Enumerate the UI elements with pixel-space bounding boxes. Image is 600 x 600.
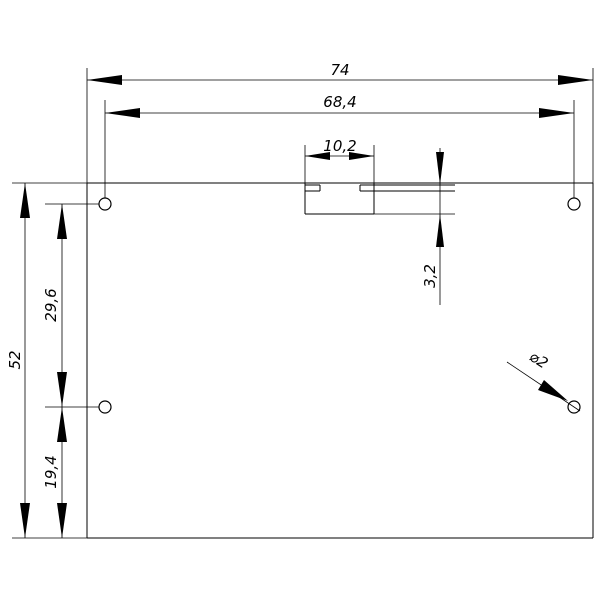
dim-overall-height: 52	[6, 182, 87, 539]
hole-top-left	[98, 197, 112, 211]
hole-top-right	[567, 197, 581, 211]
dim-bottom-offset: 19,4	[42, 407, 67, 538]
plate-outline	[86, 182, 594, 539]
hole-bottom-left	[98, 400, 112, 414]
dim-hole-spacing-y: 29,6	[42, 203, 99, 408]
dim-hole-spacing-x: 68,4	[104, 93, 575, 198]
label-overall-width: 74	[330, 61, 349, 79]
dim-overall-width: 74	[86, 61, 594, 183]
dim-hole-diameter: ⌀2	[506, 347, 581, 412]
slot	[304, 183, 455, 215]
label-slot-height: 3,2	[421, 264, 439, 288]
label-slot-width: 10,2	[323, 137, 356, 155]
dim-slot-width: 10,2	[304, 137, 375, 183]
label-hole-diameter: ⌀2	[526, 347, 551, 372]
dim-slot-height: 3,2	[421, 148, 444, 305]
label-overall-height: 52	[6, 350, 24, 369]
holes	[98, 197, 581, 414]
label-hole-spacing-y: 29,6	[42, 288, 60, 321]
label-bottom-offset: 19,4	[42, 455, 60, 488]
label-hole-spacing-x: 68,4	[323, 93, 356, 111]
